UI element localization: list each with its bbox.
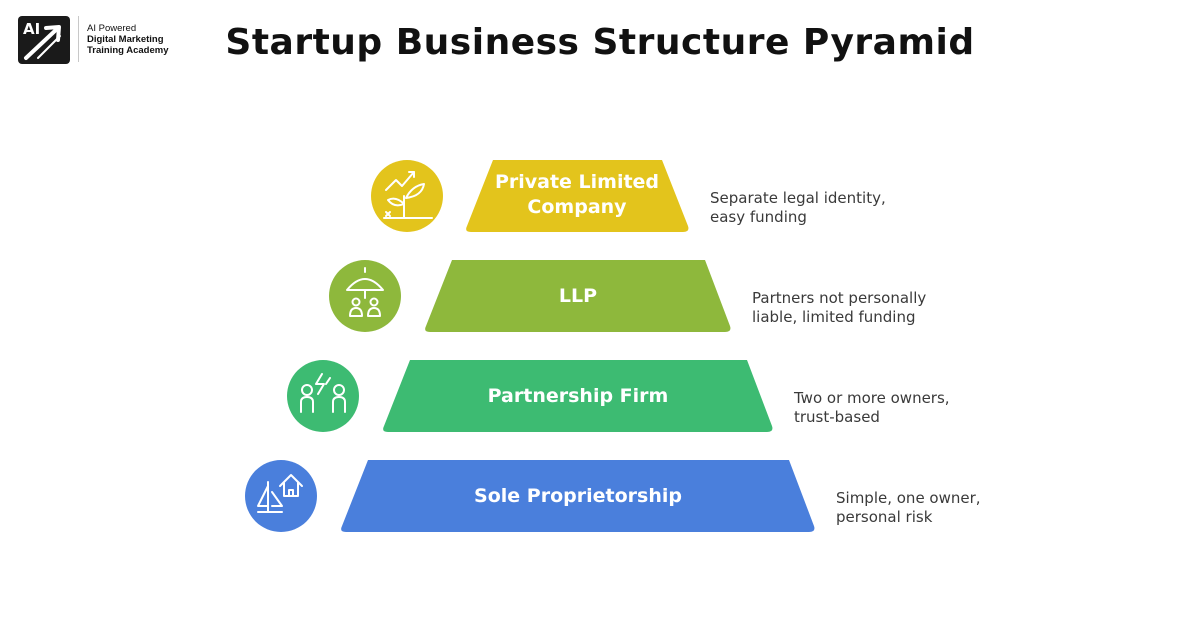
house-sailboat-icon-circle	[245, 460, 317, 532]
tier-sole-label: Sole Proprietorship	[474, 485, 682, 507]
tier-partnership-shape	[383, 360, 773, 432]
page-title: Startup Business Structure Pyramid	[225, 22, 975, 63]
tier-private-limited-desc-line2: easy funding	[710, 208, 807, 226]
tier-llp-shape	[425, 260, 731, 332]
two-people-conflict-icon	[300, 373, 346, 413]
two-people-conflict-icon-circle	[287, 360, 359, 432]
tier-private-limited-label-line1: Private Limited	[494, 171, 660, 193]
tier-private-limited-label: Private Limited Company	[467, 170, 687, 220]
tier-llp-desc-line1: Partners not personally	[752, 289, 927, 307]
logo-mark-text: AI	[23, 20, 41, 38]
tier-partnership-description: Two or more owners, trust-based	[794, 389, 950, 427]
tier-partnership-desc-line2: trust-based	[794, 408, 880, 426]
tier-sole-desc-line1: Simple, one owner,	[836, 489, 981, 507]
growth-plant-icon	[383, 171, 433, 219]
tier-private-limited-label-line2: Company	[527, 196, 627, 218]
tier-private-limited-description: Separate legal identity, easy funding	[710, 189, 886, 227]
tier-sole-desc-line2: personal risk	[836, 508, 933, 526]
logo-divider	[78, 16, 79, 62]
umbrella-people-icon	[346, 267, 384, 317]
tier-llp-label: LLP	[558, 285, 598, 307]
logo-text: AI Powered Digital Marketing Training Ac…	[87, 16, 168, 56]
logo-line-1: AI Powered	[87, 23, 137, 34]
tier-llp-desc-line2: liable, limited funding	[752, 308, 916, 326]
logo-mark: AI	[18, 16, 70, 64]
house-sailboat-icon	[257, 474, 303, 513]
tier-sole-shape	[341, 460, 815, 532]
tier-partnership-label: Partnership Firm	[487, 385, 669, 407]
arrow-up-icon	[24, 25, 61, 60]
tier-private-limited-desc-line1: Separate legal identity,	[710, 189, 886, 207]
tier-llp-description: Partners not personally liable, limited …	[752, 289, 926, 327]
logo-line-3: Training Academy	[87, 45, 169, 56]
tier-partnership-desc-line1: Two or more owners,	[794, 389, 950, 407]
tier-private-limited-shape	[466, 160, 689, 232]
tier-sole-description: Simple, one owner, personal risk	[836, 489, 981, 527]
academy-logo: AI AI Powered Digital Marketing Training…	[18, 16, 168, 64]
logo-line-2: Digital Marketing	[87, 34, 164, 45]
